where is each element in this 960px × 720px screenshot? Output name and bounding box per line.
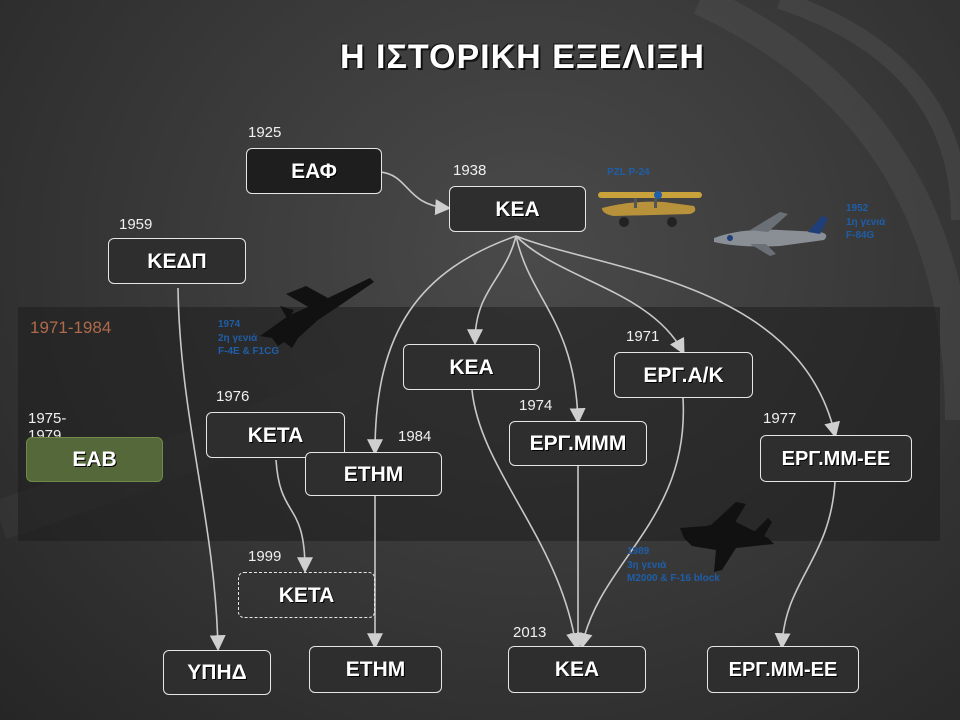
period-label: 1971-1984	[30, 318, 112, 337]
year-1974: 1974	[519, 397, 553, 414]
box-erg-ak: ΕΡΓ.Α/Κ	[614, 352, 753, 398]
year-1925: 1925	[248, 124, 282, 141]
box-erg-mmee-final: ΕΡΓ.ΜΜ-ΕΕ	[707, 646, 859, 693]
year-1976: 1976	[216, 388, 250, 405]
page-title: Η ΙΣΤΟΡΙΚΗ ΕΞΕΛΙΞΗ	[340, 38, 705, 76]
link-kea-ergmmm	[515, 235, 586, 425]
year-1971: 1971	[626, 328, 660, 345]
jet-silhouette-f4-icon	[260, 278, 374, 348]
box-kedp: ΚΕΔΠ	[108, 238, 246, 284]
year-1984: 1984	[398, 428, 432, 445]
link-ergak-kea2013	[576, 397, 685, 650]
year-1959: 1959	[119, 216, 153, 233]
box-kea-1938: ΚΕΑ	[449, 186, 586, 232]
note-pzl: PZL P-24	[607, 167, 650, 178]
link-kea-ergmmee	[515, 235, 840, 439]
link-kea-keamid	[467, 235, 517, 346]
note-gen3: 1989 3η γενιά M2000 & F-16 block	[627, 546, 720, 584]
box-eaf: ΕΑΦ	[246, 148, 382, 194]
year-1938: 1938	[453, 162, 487, 179]
box-kea-2013: ΚΕΑ	[508, 646, 646, 693]
link-kea-ergak	[515, 235, 685, 355]
year-1999: 1999	[248, 548, 282, 565]
year-1977: 1977	[763, 410, 797, 427]
box-ethm-1984: ΕΤΗΜ	[305, 452, 442, 496]
biplane-icon	[598, 191, 702, 227]
note-gen1: 1952 1η γενιά F-84G	[846, 203, 886, 241]
link-keamid-kea2013	[471, 389, 582, 650]
link-ergmmee-final	[774, 481, 836, 650]
jet-silhouette-f16-icon	[680, 502, 774, 572]
link-kea-ethm	[367, 235, 517, 456]
box-keta-1976: ΚΕΤΑ	[206, 412, 345, 458]
box-yphd: ΥΠΗΔ	[163, 650, 271, 695]
note-gen2: 1974 2η γενιά F-4E & F1CG	[218, 319, 280, 357]
box-erg-mmee-1977: ΕΡΓ.ΜΜ-ΕΕ	[760, 435, 912, 482]
box-eab: ΕΑΒ	[26, 437, 163, 482]
link-kedp-yphd	[177, 287, 226, 652]
box-keta-1999: ΚΕΤΑ	[238, 572, 375, 618]
box-ethm-final: ΕΤΗΜ	[309, 646, 442, 693]
box-erg-mmm: ΕΡΓ.ΜΜΜ	[509, 421, 647, 466]
link-keta-keta1999	[275, 459, 313, 574]
year-2013: 2013	[513, 624, 547, 641]
jet-f84-icon	[714, 212, 828, 256]
box-kea-mid: ΚΕΑ	[403, 344, 540, 390]
link-eaf-kea	[379, 171, 452, 216]
